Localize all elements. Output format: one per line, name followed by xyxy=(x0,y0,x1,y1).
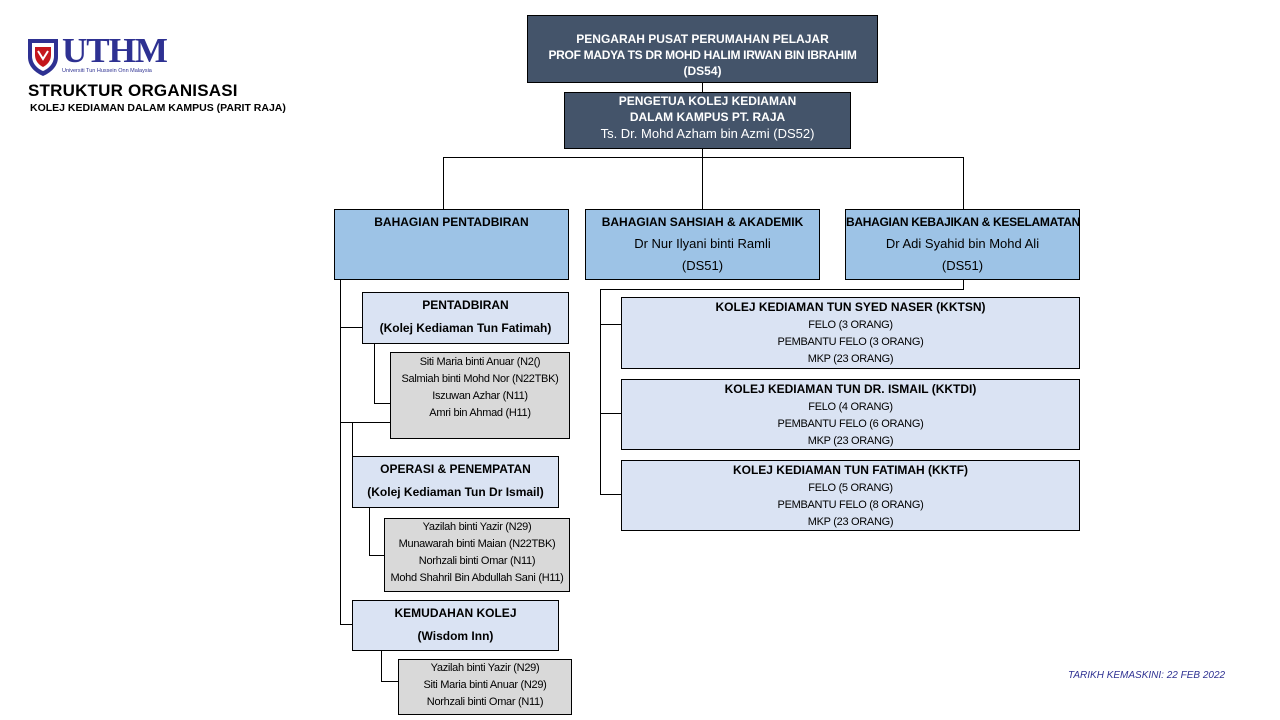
division-head-name: Dr Adi Syahid bin Mohd Ali xyxy=(885,236,1040,251)
staff-item: Yazilah binti Yazir (N29) xyxy=(430,662,540,674)
unit-title: OPERASI & PENEMPATAN xyxy=(380,462,531,476)
college-mkp: MKP (23 ORANG) xyxy=(807,435,894,447)
staff-item: Munawarah binti Maian (N22TBK) xyxy=(398,538,556,550)
college-felo: FELO (5 ORANG) xyxy=(808,482,893,494)
college-mkp: MKP (23 ORANG) xyxy=(807,353,894,365)
staff-item: Norhzali binti Omar (N11) xyxy=(426,696,544,708)
college-felo: FELO (3 ORANG) xyxy=(808,319,893,331)
principal-title: PENGETUA KOLEJ KEDIAMAN xyxy=(618,94,797,108)
director-name: PROF MADYA TS DR MOHD HALIM IRWAN BIN IB… xyxy=(548,48,857,62)
staff-list-operasi: Yazilah binti Yazir (N29) Munawarah bint… xyxy=(384,518,570,592)
division-sahsiah-akademik: BAHAGIAN SAHSIAH & AKADEMIK Dr Nur Ilyan… xyxy=(585,209,820,280)
unit-kemudahan-kolej: KEMUDAHAN KOLEJ (Wisdom Inn) xyxy=(352,600,559,651)
logo-brand-text: UTHM xyxy=(62,31,168,70)
staff-item: Amri bin Ahmad (H11) xyxy=(429,407,531,419)
director-box: PENGARAH PUSAT PERUMAHAN PELAJAR PROF MA… xyxy=(527,15,878,83)
principal-unit: DALAM KAMPUS PT. RAJA xyxy=(629,110,786,124)
last-updated: TARIKH KEMASKINI: 22 FEB 2022 xyxy=(1068,670,1226,681)
uthm-crest-icon xyxy=(28,39,58,76)
page-title: STRUKTUR ORGANISASI xyxy=(28,81,238,100)
unit-title: KEMUDAHAN KOLEJ xyxy=(394,606,517,620)
director-title: PENGARAH PUSAT PERUMAHAN PELAJAR xyxy=(576,32,829,46)
unit-pentadbiran: PENTADBIRAN (Kolej Kediaman Tun Fatimah) xyxy=(362,292,569,344)
principal-name: Ts. Dr. Mohd Azham bin Azmi (DS52) xyxy=(600,126,815,141)
unit-subtitle: (Kolej Kediaman Tun Dr Ismail) xyxy=(367,485,544,499)
staff-item: Salmiah binti Mohd Nor (N22TBK) xyxy=(401,373,559,385)
division-title: BAHAGIAN KEBAJIKAN & KESELAMATAN xyxy=(846,215,1080,229)
unit-subtitle: (Wisdom Inn) xyxy=(417,629,494,643)
staff-list-pentadbiran: Siti Maria binti Anuar (N2() Salmiah bin… xyxy=(390,352,570,439)
director-grade: (DS54) xyxy=(683,64,722,78)
college-title: KOLEJ KEDIAMAN TUN DR. ISMAIL (KKTDI) xyxy=(724,382,977,396)
college-pembantu-felo: PEMBANTU FELO (6 ORANG) xyxy=(777,418,924,430)
division-title: BAHAGIAN PENTADBIRAN xyxy=(374,215,529,229)
staff-item: Norhzali binti Omar (N11) xyxy=(418,555,536,567)
staff-item: Siti Maria binti Anuar (N2() xyxy=(419,356,541,368)
staff-list-kemudahan: Yazilah binti Yazir (N29) Siti Maria bin… xyxy=(398,659,572,715)
staff-item: Iszuwan Azhar (N11) xyxy=(432,390,528,402)
unit-title: PENTADBIRAN xyxy=(422,298,509,312)
division-head-name: Dr Nur Ilyani binti Ramli xyxy=(634,236,771,251)
college-pembantu-felo: PEMBANTU FELO (8 ORANG) xyxy=(777,499,924,511)
division-kebajikan-keselamatan: BAHAGIAN KEBAJIKAN & KESELAMATAN Dr Adi … xyxy=(845,209,1080,280)
division-head-grade: (DS51) xyxy=(681,258,724,273)
staff-item: Yazilah binti Yazir (N29) xyxy=(422,521,532,533)
division-title: BAHAGIAN SAHSIAH & AKADEMIK xyxy=(601,215,804,229)
college-title: KOLEJ KEDIAMAN TUN SYED NASER (KKTSN) xyxy=(715,300,986,314)
college-kktsn: KOLEJ KEDIAMAN TUN SYED NASER (KKTSN) FE… xyxy=(621,297,1080,369)
college-title: KOLEJ KEDIAMAN TUN FATIMAH (KKTF) xyxy=(732,463,969,477)
college-kktdi: KOLEJ KEDIAMAN TUN DR. ISMAIL (KKTDI) FE… xyxy=(621,379,1080,450)
division-pentadbiran: BAHAGIAN PENTADBIRAN xyxy=(334,209,569,280)
page-subtitle: KOLEJ KEDIAMAN DALAM KAMPUS (PARIT RAJA) xyxy=(30,102,286,114)
staff-item: Mohd Shahril Bin Abdullah Sani (H11) xyxy=(390,572,564,584)
college-mkp: MKP (23 ORANG) xyxy=(807,516,894,528)
college-kktf: KOLEJ KEDIAMAN TUN FATIMAH (KKTF) FELO (… xyxy=(621,460,1080,531)
principal-box: PENGETUA KOLEJ KEDIAMAN DALAM KAMPUS PT.… xyxy=(564,92,851,149)
uthm-logo: UTHM Universiti Tun Hussein Onn Malaysia xyxy=(26,32,186,78)
unit-subtitle: (Kolej Kediaman Tun Fatimah) xyxy=(379,321,552,335)
logo-university-name: Universiti Tun Hussein Onn Malaysia xyxy=(62,68,152,74)
unit-operasi-penempatan: OPERASI & PENEMPATAN (Kolej Kediaman Tun… xyxy=(352,456,559,508)
staff-item: Siti Maria binti Anuar (N29) xyxy=(423,679,547,691)
college-felo: FELO (4 ORANG) xyxy=(808,401,893,413)
division-head-grade: (DS51) xyxy=(941,258,984,273)
college-pembantu-felo: PEMBANTU FELO (3 ORANG) xyxy=(777,336,924,348)
